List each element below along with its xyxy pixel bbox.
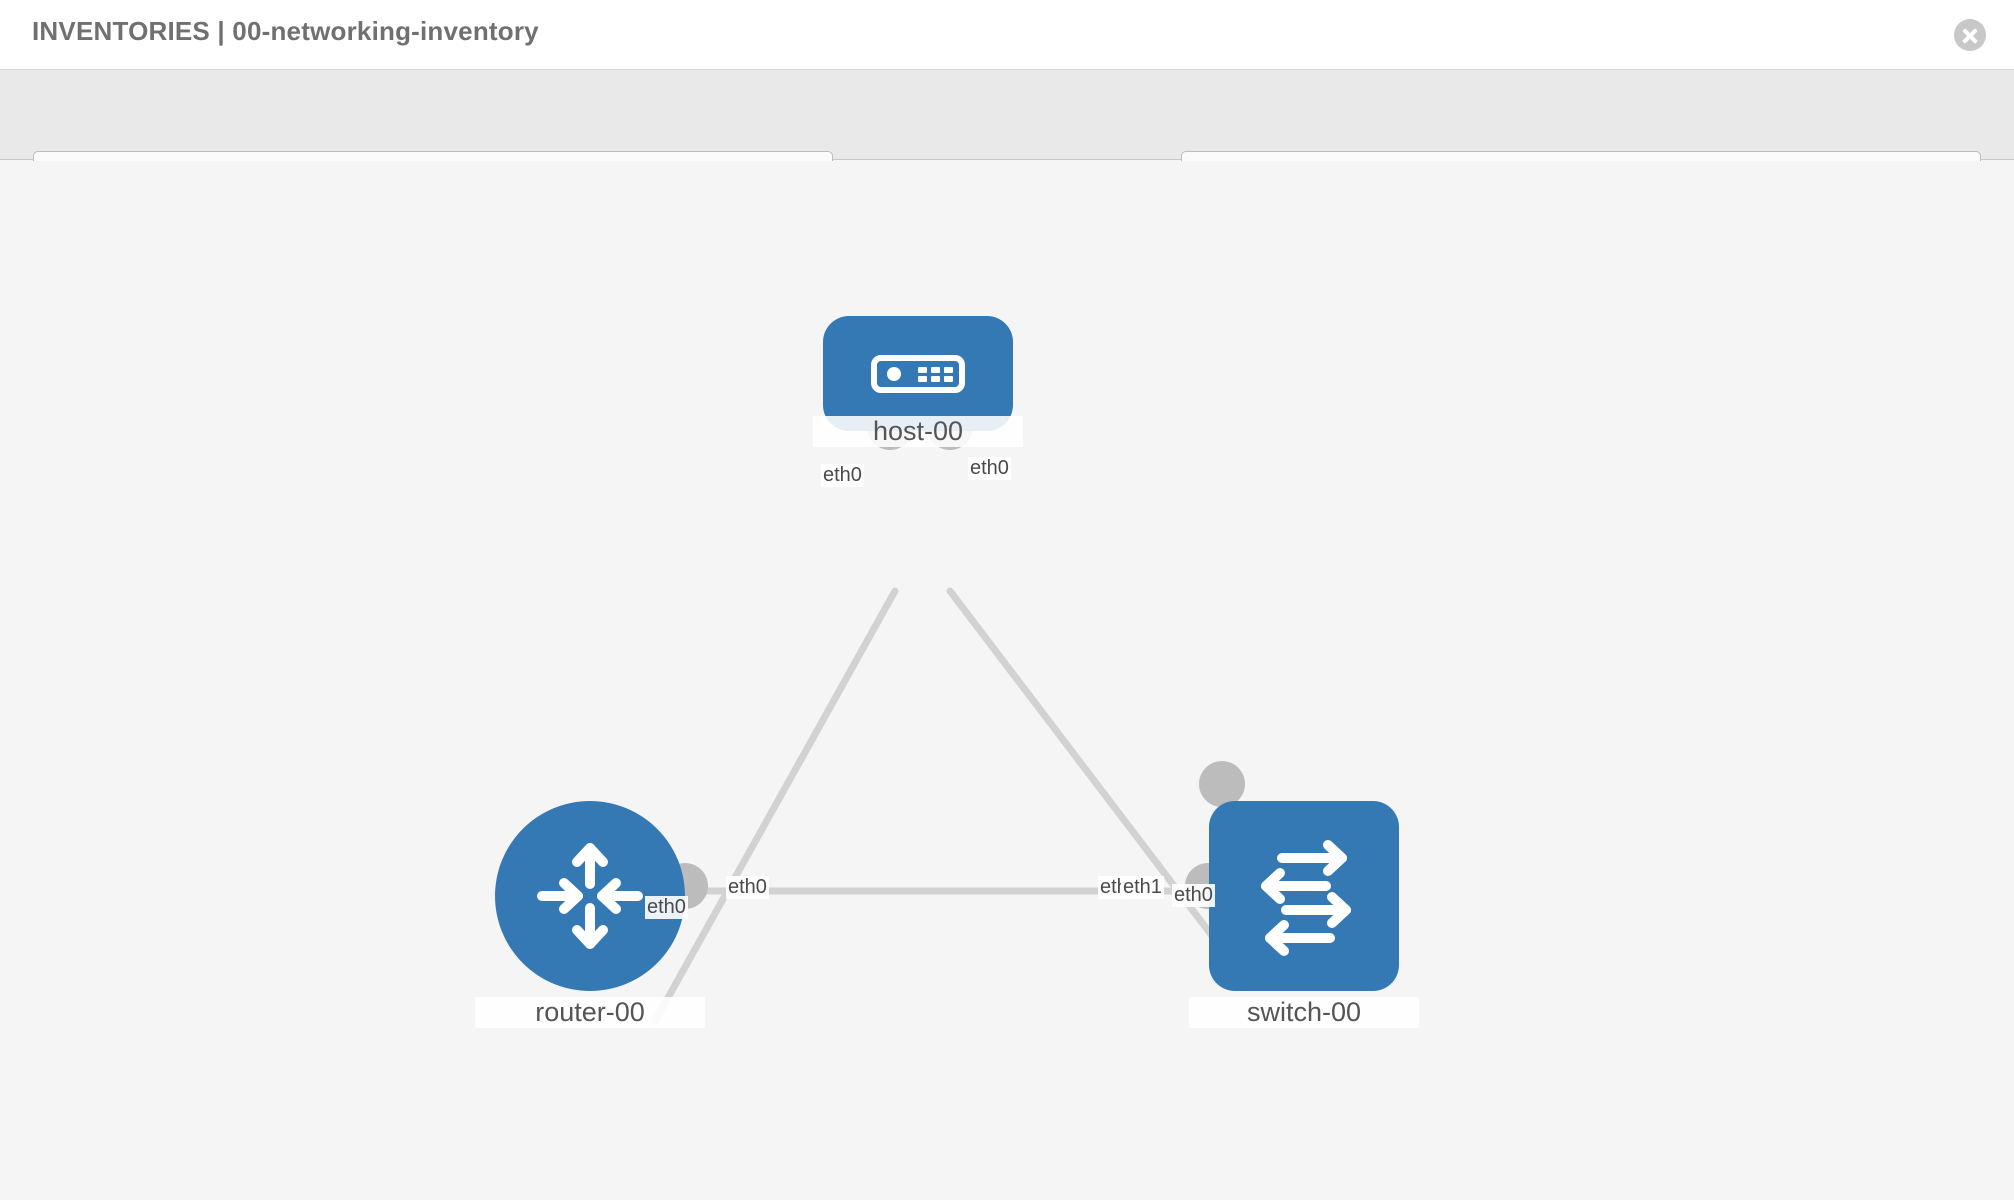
- node-router-00[interactable]: router-00: [475, 801, 708, 1051]
- port-label-switch-eth1-left: eth1: [1121, 876, 1164, 899]
- node-router-00-label: router-00: [475, 997, 705, 1028]
- switch-arrows-icon: [1261, 840, 1351, 956]
- port-label-switch-eth0-upper: eth0: [1172, 884, 1215, 907]
- server-icon: [871, 354, 965, 393]
- page-header: INVENTORIES | 00-networking-inventory: [0, 0, 2014, 70]
- node-host-00-label: host-00: [813, 416, 1023, 447]
- topology-canvas[interactable]: host-00 eth0 eth0: [0, 161, 2014, 1200]
- node-switch-00-shape[interactable]: [1209, 801, 1399, 991]
- port-label-router-eth0-upper: eth0: [645, 896, 688, 919]
- node-switch-00[interactable]: switch-00: [1185, 761, 1419, 1051]
- close-icon[interactable]: [1954, 19, 1986, 51]
- toolbar: ACTIONS SEARCH: [0, 70, 2014, 203]
- router-arrows-icon: [537, 843, 643, 949]
- node-host-00[interactable]: host-00: [813, 316, 1023, 566]
- node-switch-00-label: switch-00: [1189, 997, 1419, 1028]
- node-host-00-shape[interactable]: [823, 316, 1013, 431]
- port-label-host-eth0-left: eth0: [821, 464, 864, 487]
- port-label-host-eth0-right: eth0: [968, 457, 1011, 480]
- port-label-router-eth0-right: eth0: [726, 876, 769, 899]
- page-title: INVENTORIES | 00-networking-inventory: [32, 16, 539, 46]
- port-connector-switch-eth0-top[interactable]: [1199, 761, 1245, 807]
